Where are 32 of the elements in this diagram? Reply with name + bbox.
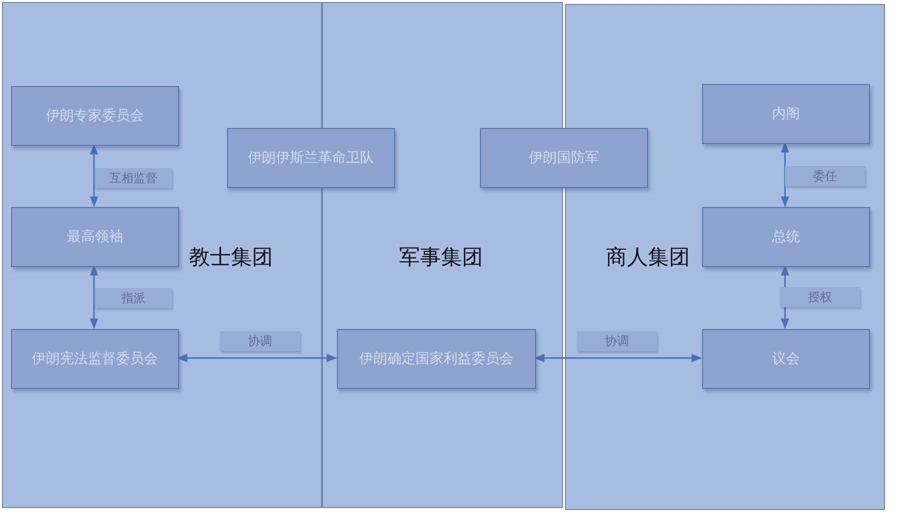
edge-label: 协调 — [577, 331, 657, 351]
edge-label: 协调 — [220, 331, 300, 351]
box-label: 伊朗国防军 — [529, 149, 599, 167]
organization-box — [702, 329, 870, 389]
edge-label: 指派 — [95, 288, 172, 308]
organization-box — [702, 84, 870, 144]
organization-box — [480, 128, 648, 188]
edge-label: 互相监督 — [95, 168, 172, 188]
group-label: 教士集团 — [189, 244, 273, 271]
organization-box — [702, 207, 870, 267]
double-arrow — [534, 354, 702, 362]
edge-label: 委任 — [785, 166, 865, 186]
group-label: 商人集团 — [606, 244, 690, 271]
double-arrow — [90, 264, 98, 330]
box-label: 最高领袖 — [67, 228, 123, 246]
box-label: 议会 — [772, 350, 800, 368]
box-label: 伊朗伊斯兰革命卫队 — [248, 149, 374, 167]
double-arrow — [780, 142, 790, 208]
double-arrow — [176, 354, 338, 362]
box-label: 内阁 — [772, 105, 800, 123]
organization-box — [11, 329, 179, 389]
group-label: 军事集团 — [399, 244, 483, 271]
box-label: 伊朗宪法监督委员会 — [32, 350, 158, 368]
edge-label: 授权 — [780, 287, 860, 307]
box-label: 伊朗专家委员会 — [46, 107, 144, 125]
double-arrow — [90, 144, 98, 208]
organization-box — [227, 128, 395, 188]
box-label: 总统 — [772, 228, 800, 246]
organization-box — [337, 329, 536, 389]
organization-box — [11, 86, 179, 146]
organization-box — [11, 207, 179, 267]
box-label: 伊朗确定国家利益委员会 — [360, 350, 514, 368]
